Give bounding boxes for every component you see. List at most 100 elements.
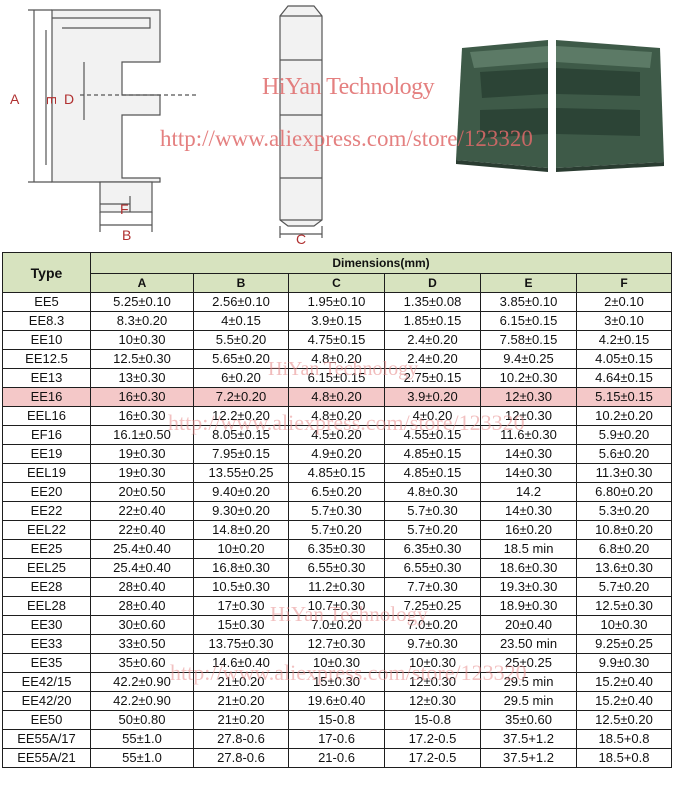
dimension-cell: 6.15±0.15 (480, 311, 577, 331)
dimension-cell: 5.25±0.10 (90, 292, 194, 312)
watermark-url-overlay-lower: http://www.aliexpress.com/store/123320 (170, 660, 527, 685)
dimension-cell: 33±0.50 (90, 634, 194, 654)
dimension-cell: 55±1.0 (90, 729, 194, 749)
dimension-cell: 18.5+0.8 (575, 748, 673, 768)
dimension-cell: 11.6±0.30 (480, 425, 577, 445)
dimension-cell: 16±0.30 (90, 387, 194, 407)
dimension-cell: 13.55±0.25 (193, 463, 289, 483)
dimension-cell: 12±0.30 (480, 387, 577, 407)
type-cell: EE42/15 (2, 672, 91, 692)
type-cell: EE55A/17 (2, 729, 91, 749)
e-core-front-view (28, 9, 196, 232)
type-header: Type (2, 252, 91, 293)
dimension-cell: 7.7±0.30 (384, 577, 481, 597)
dimension-cell: 6.55±0.30 (384, 558, 481, 578)
dimension-cell: 4.9±0.20 (288, 444, 385, 464)
dimension-cell: 1.95±0.10 (288, 292, 385, 312)
dimension-cell: 3±0.10 (575, 311, 673, 331)
type-cell: EE20 (2, 482, 91, 502)
dimension-cell: 4.64±0.15 (575, 368, 673, 388)
dimension-cell: 15±0.30 (288, 672, 385, 692)
dimension-cell: 11.3±0.30 (575, 463, 673, 483)
column-header-d: D (384, 273, 481, 293)
dimension-cell: 10.2±0.20 (575, 406, 673, 426)
dimension-cell: 22±0.40 (90, 501, 194, 521)
dimension-cell: 37.5+1.2 (480, 748, 577, 768)
dimension-cell: 37.5+1.2 (480, 729, 577, 749)
dimension-cell: 20±0.40 (480, 615, 577, 635)
dimension-cell: 14±0.30 (480, 444, 577, 464)
dimension-cell: 5.7±0.30 (288, 501, 385, 521)
dimension-cell: 9.30±0.20 (193, 501, 289, 521)
watermark-brand: HiYan Technology (262, 74, 435, 100)
dimension-cell: 10.5±0.30 (193, 577, 289, 597)
dimension-cell: 19.6±0.40 (288, 691, 385, 711)
type-cell: EE10 (2, 330, 91, 350)
type-cell: EEL22 (2, 520, 91, 540)
dimension-cell: 5.3±0.20 (575, 501, 673, 521)
dimension-cell: 5.15±0.15 (575, 387, 673, 407)
dimension-cell: 25.4±0.40 (90, 539, 194, 559)
dimension-cell: 7.25±0.25 (384, 596, 481, 616)
dimension-cell: 2.4±0.20 (384, 330, 481, 350)
dimension-cell: 19±0.30 (90, 444, 194, 464)
dimension-cell: 17.2-0.5 (384, 729, 481, 749)
dimension-cell: 15-0.8 (288, 710, 385, 730)
dimension-cell: 7.2±0.20 (193, 387, 289, 407)
top-illustration: A E D F B C (0, 0, 676, 250)
dimension-cell: 9.7±0.30 (384, 634, 481, 654)
dimension-cell: 7.58±0.15 (480, 330, 577, 350)
dimension-cell: 17-0.6 (288, 729, 385, 749)
dimension-cell: 4.75±0.15 (288, 330, 385, 350)
dimension-cell: 5.9±0.20 (575, 425, 673, 445)
dimension-cell: 6.55±0.30 (288, 558, 385, 578)
dimension-cell: 14.6±0.40 (193, 653, 289, 673)
type-cell: EE5 (2, 292, 91, 312)
dimension-cell: 19±0.30 (90, 463, 194, 483)
dimension-cell: 12±0.30 (384, 691, 481, 711)
column-header-c: C (288, 273, 385, 293)
dimension-cell: 12.5±0.20 (575, 710, 673, 730)
dimension-cell: 6.5±0.20 (288, 482, 385, 502)
dimension-cell: 9.4±0.25 (480, 349, 577, 369)
watermark-brand-overlay: HiYan Technology (268, 358, 419, 380)
dimension-cell: 5.5±0.20 (193, 330, 289, 350)
dimension-cell: 4.85±0.15 (384, 444, 481, 464)
dimension-cell: 6.35±0.30 (384, 539, 481, 559)
dimension-cell: 55±1.0 (90, 748, 194, 768)
type-cell: EE19 (2, 444, 91, 464)
dimension-cell: 16.8±0.30 (193, 558, 289, 578)
dimension-cell: 27.8-0.6 (193, 748, 289, 768)
dimension-cell: 21±0.20 (193, 691, 289, 711)
dimensions-header: Dimensions(mm) (89, 252, 673, 274)
label-e: E (44, 96, 59, 105)
dimension-cell: 6.80±0.20 (575, 482, 673, 502)
core-drawings: A E D F B C (10, 5, 664, 247)
dimension-cell: 20±0.50 (90, 482, 194, 502)
dimension-cell: 15.2±0.40 (575, 672, 673, 692)
type-cell: EEL28 (2, 596, 91, 616)
column-header-a: A (90, 273, 194, 293)
e-core-side-view (279, 5, 323, 238)
type-cell: EE35 (2, 653, 91, 673)
type-cell: EE8.3 (2, 311, 91, 331)
dimension-cell: 14±0.30 (480, 501, 577, 521)
dimension-cell: 5.6±0.20 (575, 444, 673, 464)
dimension-cell: 18.5 min (480, 539, 577, 559)
dimension-cell: 28±0.40 (90, 596, 194, 616)
